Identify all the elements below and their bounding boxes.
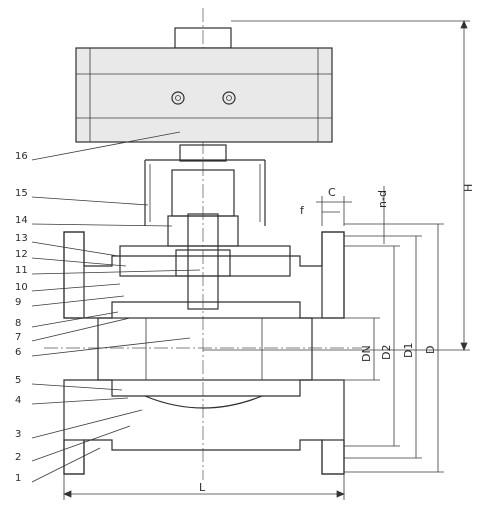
callout-7: 7: [15, 332, 21, 343]
stem-and-bonnet: [119, 213, 291, 310]
upper-body-section: [63, 231, 345, 319]
callout-numbers: 16 15 14 13 12 11 10 9 8 7 6 5 4 3 2 1: [15, 151, 28, 484]
pneumatic-actuator: [75, 27, 333, 143]
dim-d1-label: D1: [402, 343, 415, 358]
dim-d2-label: D2: [380, 345, 393, 360]
dim-f-label: f: [300, 204, 305, 217]
callout-2: 2: [15, 452, 21, 463]
callout-14: 14: [15, 215, 28, 226]
valve-bore: [97, 317, 313, 381]
callout-leaders: [31, 131, 201, 483]
callout-4: 4: [15, 395, 21, 406]
callout-6: 6: [15, 347, 21, 358]
dim-length-label: L: [199, 481, 206, 494]
callout-3: 3: [15, 429, 21, 440]
dim-dn-label: DN: [360, 345, 373, 362]
callout-10: 10: [15, 282, 28, 293]
dim-nd-label: n-d: [376, 190, 389, 208]
dim-c-label: C: [328, 186, 336, 199]
callout-12: 12: [15, 249, 28, 260]
callout-9: 9: [15, 297, 21, 308]
callout-1: 1: [15, 473, 21, 484]
callout-11: 11: [15, 265, 28, 276]
callout-5: 5: [15, 375, 21, 386]
callout-16: 16: [15, 151, 28, 162]
dimension-labels: L H DN D2 D1 D C f n-d: [199, 184, 475, 494]
callout-13: 13: [15, 233, 28, 244]
dimension-lines: [62, 19, 470, 500]
actuator-port-icon: [171, 91, 185, 105]
lower-body-section: [63, 379, 345, 475]
callout-8: 8: [15, 318, 21, 329]
actuator-port-icon: [222, 91, 236, 105]
dim-height-label: H: [462, 184, 475, 192]
callout-15: 15: [15, 188, 28, 199]
dim-d-label: D: [424, 346, 437, 354]
